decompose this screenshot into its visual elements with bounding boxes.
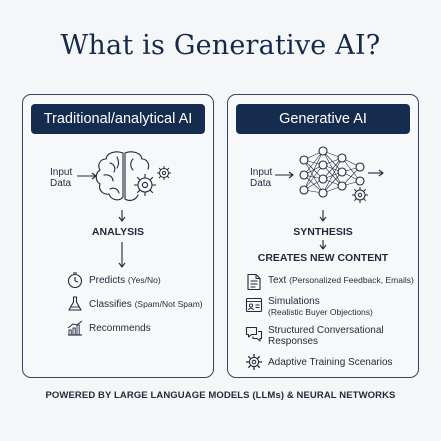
conversational-label: Structured Conversational — [268, 325, 384, 336]
input-data-label: Input Data — [50, 167, 73, 189]
text-note: (Personalized Feedback, Emails) — [289, 275, 414, 285]
text-label: Text — [268, 275, 287, 286]
brain-icon — [95, 151, 150, 201]
gear-large-icon — [134, 174, 156, 196]
down-arrow-icon — [319, 240, 327, 250]
conversational-label-line2: Responses — [268, 336, 319, 347]
neural-network-diagram — [275, 146, 384, 203]
trend-chart-icon — [67, 320, 83, 336]
list-item-simulations: Simulations (Realistic Buyer Objections) — [245, 296, 373, 318]
recommends-label: Recommends — [89, 323, 151, 334]
list-item-text: Text (Personalized Feedback, Emails) — [245, 273, 414, 291]
synthesis-stage: SYNTHESIS — [293, 226, 353, 238]
chat-bubbles-icon — [245, 326, 263, 342]
simulations-label: Simulations — [268, 296, 320, 307]
network-edges — [303, 150, 361, 194]
analysis-stage: ANALYSIS — [91, 226, 145, 238]
generative-ai-panel: Generative AI Input Data — [227, 94, 419, 378]
list-item-adaptive-training: Adaptive Training Scenarios — [245, 353, 393, 371]
list-item-predicts: Predicts (Yes/No) — [66, 271, 161, 289]
down-arrow-icon — [319, 210, 327, 222]
creates-new-content-heading: CREATES NEW CONTENT — [257, 252, 389, 264]
classifies-label: Classifies — [89, 299, 132, 310]
stopwatch-icon — [67, 272, 83, 289]
gear-icon — [246, 354, 262, 370]
brain-gears-diagram — [77, 151, 171, 201]
predicts-note: (Yes/No) — [127, 275, 161, 285]
classifies-note: (Spam/Not Spam) — [134, 299, 203, 309]
network-nodes — [299, 146, 365, 198]
flask-icon — [68, 296, 82, 311]
simulation-window-icon — [245, 297, 263, 313]
adaptive-training-label: Adaptive Training Scenarios — [268, 357, 393, 368]
input-arrow-icon — [275, 171, 294, 179]
input-data-label: Input Data — [250, 167, 273, 189]
long-down-arrow-icon — [118, 242, 126, 268]
predicts-label: Predicts — [89, 275, 126, 286]
gear-small-icon — [157, 166, 171, 180]
input-arrow-icon — [77, 172, 97, 180]
output-arrow-icon — [368, 169, 384, 177]
traditional-ai-panel: Traditional/analytical AI Input Data — [22, 94, 214, 378]
down-arrow-icon — [118, 210, 126, 222]
list-item-classifies: Classifies (Spam/Not Spam) — [66, 295, 203, 313]
footer-caption: POWERED BY LARGE LANGUAGE MODELS (LLMs) … — [45, 390, 396, 401]
generative-ai-heading: Generative AI — [236, 104, 410, 134]
traditional-ai-heading: Traditional/analytical AI — [31, 104, 205, 134]
list-item-conversational: Structured Conversational Responses — [245, 325, 384, 347]
gear-icon — [352, 187, 368, 203]
page-title: What is Generative AI? — [60, 30, 381, 61]
list-item-recommends: Recommends — [66, 319, 151, 337]
simulations-note: (Realistic Buyer Objections) — [268, 307, 373, 317]
document-lines-icon — [247, 273, 261, 291]
